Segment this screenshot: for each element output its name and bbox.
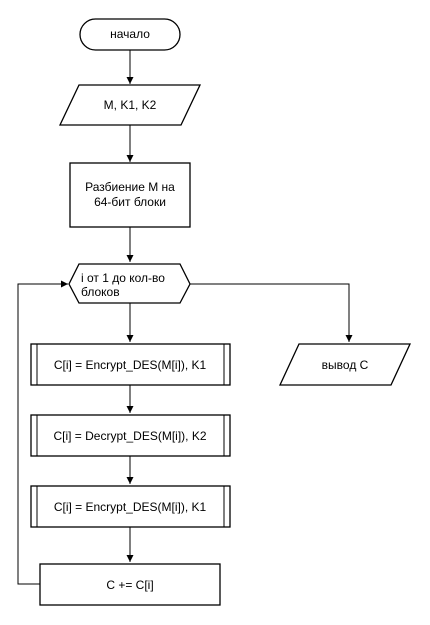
split-node: Разбиение M на 64-бит блоки	[69, 162, 191, 228]
split-label-line2: 64-бит блоки	[94, 195, 166, 209]
loop-label-line1: i от 1 до кол-во	[81, 271, 165, 285]
accumulate-label: C += C[i]	[106, 578, 153, 592]
loop-label-line2: блоков	[81, 285, 120, 299]
accumulate-node: C += C[i]	[39, 563, 221, 606]
step3-label: C[i] = Encrypt_DES(M[i]), K1	[54, 500, 207, 514]
start-node: начало	[79, 18, 181, 51]
input-node: M, K1, K2	[58, 84, 202, 126]
arrow-loop-to-output	[190, 283, 353, 342]
input-label: M, K1, K2	[104, 98, 157, 112]
loop-node: i от 1 до кол-во блоков	[68, 263, 191, 304]
connectors	[17, 50, 353, 585]
step1-node: C[i] = Encrypt_DES(M[i]), K1	[30, 343, 231, 386]
step2-label: C[i] = Decrypt_DES(M[i]), K2	[53, 429, 206, 443]
step1-label: C[i] = Encrypt_DES(M[i]), K1	[54, 358, 207, 372]
output-label: вывод C	[322, 358, 369, 372]
arrow-loop-back	[17, 280, 68, 585]
split-label-line1: Разбиение M на	[85, 180, 175, 194]
output-node: вывод C	[278, 343, 412, 386]
step2-node: C[i] = Decrypt_DES(M[i]), K2	[30, 414, 231, 457]
start-label: начало	[110, 27, 150, 41]
step3-node: C[i] = Encrypt_DES(M[i]), K1	[30, 485, 231, 528]
